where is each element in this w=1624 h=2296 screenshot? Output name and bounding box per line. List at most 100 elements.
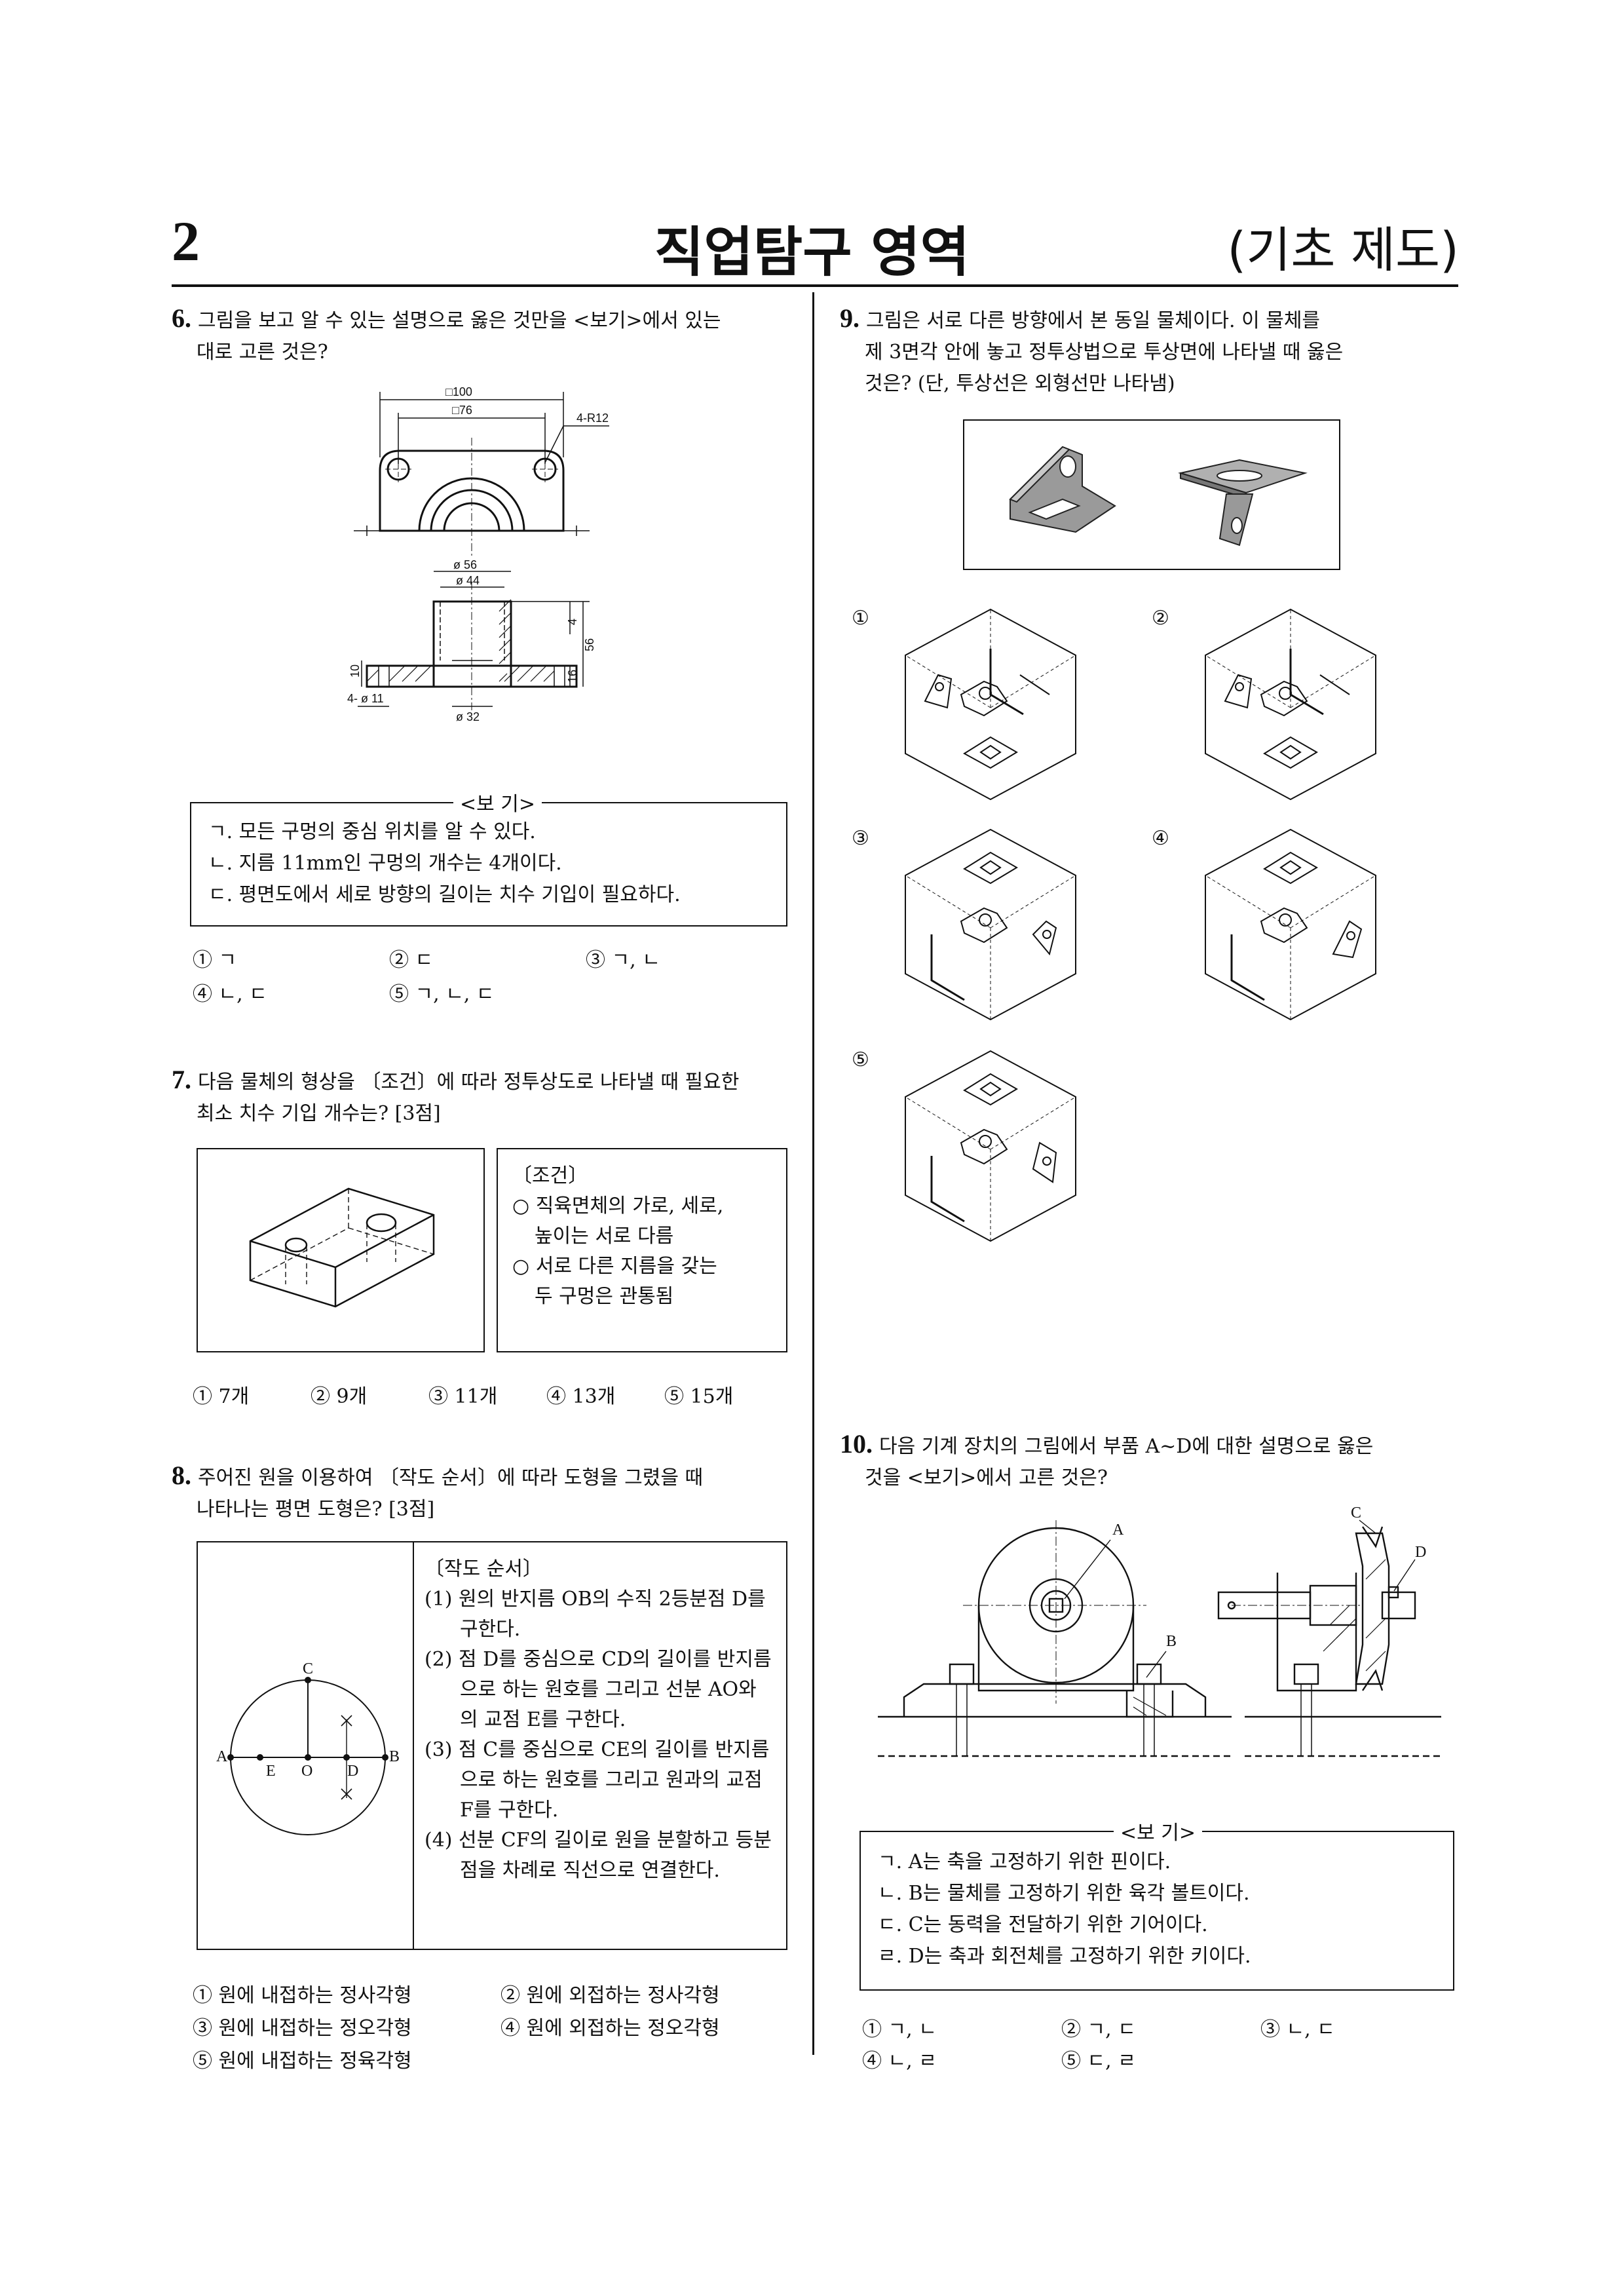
q9-option-4-drawing[interactable] (1192, 823, 1389, 1033)
q9-text-line2: 제 3면각 안에 놓고 정투상법으로 투상면에 나타낼 때 옳은 (865, 341, 1344, 364)
q10-bogi-item-2: ㄴ. B는 물체를 고정하기 위한 육각 볼트이다. (878, 1882, 1250, 1905)
q6-text-line2: 대로 고른 것은? (197, 341, 328, 364)
header-rule (172, 284, 1458, 287)
q9-option-3-label[interactable]: ③ (852, 827, 869, 850)
q6-bogi-item-2: ㄴ. 지름 11mm인 구멍의 개수는 4개이다. (208, 852, 562, 875)
q6-dim-r12: 4-R12 (576, 411, 609, 425)
q10-choice-1[interactable]: ① ㄱ, ㄴ (862, 2018, 937, 2041)
q6-dim-56b: 56 (583, 638, 596, 651)
q10-choice-3[interactable]: ③ ㄴ, ㄷ (1260, 2018, 1335, 2041)
q10-bogi-box: <보 기> ㄱ. A는 축을 고정하기 위한 핀이다. ㄴ. B는 물체를 고정… (859, 1816, 1454, 1991)
q10-bogi-item-4: ㄹ. D는 축과 회전체를 고정하기 위한 키이다. (878, 1945, 1251, 1968)
q6-stem: 6. 그림을 보고 알 수 있는 설명으로 옳은 것만을 <보기>에서 있는 대로… (172, 303, 787, 368)
q6-choice-3[interactable]: ③ ㄱ, ㄴ (586, 949, 660, 972)
q10-label-c: C (1351, 1504, 1361, 1521)
q9-text-line3: 것은? (단, 투상선은 외형선만 나타냄) (865, 372, 1175, 395)
q9-text-line1: 그림은 서로 다른 방향에서 본 동일 물체이다. 이 물체를 (866, 309, 1321, 332)
page-title: 직업탐구 영역 (654, 221, 970, 284)
q6-drawing: □100 □76 4-R12 ø 56 ø 44 10 4 56 16 4- ø… (347, 385, 609, 723)
q10-bogi-item-3: ㄷ. C는 동력을 전달하기 위한 기어이다. (878, 1913, 1208, 1936)
q8-label-d: D (347, 1763, 358, 1780)
q9-stem: 9. 그림은 서로 다른 방향에서 본 동일 물체이다. 이 물체를 제 3면각 … (840, 303, 1458, 400)
q10-choice-5[interactable]: ⑤ ㄷ, ㄹ (1061, 2050, 1136, 2073)
q7-choice-2[interactable]: ② 9개 (311, 1385, 368, 1408)
q8-circle-drawing: A B C D E O (216, 1660, 400, 1835)
q9-option-5-drawing[interactable] (892, 1044, 1089, 1254)
q6-text-line1: 그림을 보고 알 수 있는 설명으로 옳은 것만을 <보기>에서 있는 (198, 309, 721, 332)
q10-machine-drawing: A B C D (878, 1504, 1441, 1757)
q6-dim-56: ø 56 (453, 558, 477, 571)
q8-label-e: E (266, 1763, 276, 1780)
q9-object-views (1009, 446, 1308, 546)
q8-choice-4[interactable]: ④ 원에 외접하는 정오각형 (500, 2017, 720, 2040)
q6-choice-4[interactable]: ④ ㄴ, ㄷ (193, 983, 267, 1006)
q7-number: 7. (172, 1065, 191, 1094)
column-divider (812, 292, 814, 2055)
q6-choice-1[interactable]: ① ㄱ (193, 949, 237, 972)
q10-text-line1: 다음 기계 장치의 그림에서 부품 A~D에 대한 설명으로 옳은 (879, 1435, 1374, 1458)
subject-title: (기초 제도) (1227, 222, 1459, 278)
q10-choice-4[interactable]: ④ ㄴ, ㄹ (862, 2050, 937, 2073)
q10-label-a: A (1112, 1521, 1124, 1539)
q10-text-line2: 것을 <보기>에서 고른 것은? (865, 1466, 1108, 1489)
q6-bogi-title: <보 기> (453, 788, 542, 816)
q10-label-d: D (1415, 1544, 1426, 1561)
q6-number: 6. (172, 303, 191, 333)
q6-dim-32: ø 32 (456, 710, 480, 723)
q10-bogi-title: <보 기> (1114, 1816, 1203, 1845)
q6-choice-2[interactable]: ② ㄷ (389, 949, 434, 972)
q8-choice-1[interactable]: ① 원에 내접하는 정사각형 (193, 1984, 412, 2007)
q7-choice-3[interactable]: ③ 11개 (428, 1385, 498, 1408)
q8-number: 8. (172, 1461, 191, 1490)
q7-choice-4[interactable]: ④ 13개 (546, 1385, 616, 1408)
q8-box-divider (413, 1542, 414, 1949)
q10-number: 10. (840, 1429, 873, 1459)
q7-choice-5[interactable]: ⑤ 15개 (664, 1385, 734, 1408)
q6-dim-16: 16 (566, 670, 579, 683)
q8-text-line2: 나타나는 평면 도형은? [3점] (197, 1498, 435, 1521)
q10-label-b: B (1166, 1633, 1177, 1650)
q6-dim-10: 10 (349, 664, 362, 678)
q9-option-2-label[interactable]: ② (1152, 607, 1169, 630)
q7-cond-3: ○ 서로 다른 지름을 갖는 (512, 1255, 717, 1278)
q7-figure-box (197, 1148, 485, 1352)
q9-option-3-drawing[interactable] (892, 823, 1089, 1033)
q7-cond-title: 〔조건〕 (512, 1164, 588, 1187)
q10-choice-2[interactable]: ② ㄱ, ㄷ (1061, 2018, 1136, 2041)
q8-seq-title: 〔작도 순서〕 (425, 1558, 542, 1580)
q7-condition-box: 〔조건〕 ○ 직육면체의 가로, 세로, 높이는 서로 다름 ○ 서로 다른 지… (497, 1148, 787, 1352)
q7-cond-2: 높이는 서로 다름 (535, 1225, 674, 1248)
q7-choice-1[interactable]: ① 7개 (193, 1385, 250, 1408)
q8-label-a: A (216, 1748, 228, 1765)
q6-dim-44: ø 44 (456, 574, 480, 587)
q6-dim-76: □76 (452, 404, 472, 417)
q9-option-5-label[interactable]: ⑤ (852, 1048, 869, 1071)
q10-stem: 10. 다음 기계 장치의 그림에서 부품 A~D에 대한 설명으로 옳은 것을 … (840, 1428, 1458, 1494)
q8-seq-4: (4) 선분 CF의 길이로 원을 분할하고 등분점을 차례로 직선으로 연결한… (425, 1829, 772, 1882)
q7-block-drawing (249, 1187, 435, 1308)
q9-option-2-drawing[interactable] (1192, 603, 1389, 813)
q9-option-4-label[interactable]: ④ (1152, 827, 1169, 850)
q10-bogi-item-1: ㄱ. A는 축을 고정하기 위한 핀이다. (878, 1850, 1171, 1873)
q9-option-1-label[interactable]: ① (852, 607, 869, 630)
q6-dim-holes: 4- ø 11 (347, 692, 384, 705)
q7-cond-4: 두 구멍은 관통됨 (535, 1285, 674, 1308)
q8-choice-2[interactable]: ② 원에 외접하는 정사각형 (500, 1984, 720, 2007)
q6-bogi-box: <보 기> ㄱ. 모든 구멍의 중심 위치를 알 수 있다. ㄴ. 지름 11m… (190, 788, 787, 927)
q7-text-line1: 다음 물체의 형상을 〔조건〕에 따라 정투상도로 나타낼 때 필요한 (198, 1071, 740, 1094)
q9-number: 9. (840, 303, 859, 333)
q6-bogi-item-3: ㄷ. 평면도에서 세로 방향의 길이는 치수 기입이 필요하다. (208, 883, 681, 906)
q8-choice-3[interactable]: ③ 원에 내접하는 정오각형 (193, 2017, 412, 2040)
q7-stem: 7. 다음 물체의 형상을 〔조건〕에 따라 정투상도로 나타낼 때 필요한 최소… (172, 1064, 787, 1130)
q8-text-line1: 주어진 원을 이용하여 〔작도 순서〕에 따라 도형을 그렸을 때 (198, 1466, 704, 1489)
q9-object-figure (963, 419, 1340, 570)
q6-bogi-item-1: ㄱ. 모든 구멍의 중심 위치를 알 수 있다. (208, 820, 536, 843)
q8-stem: 8. 주어진 원을 이용하여 〔작도 순서〕에 따라 도형을 그렸을 때 나타나는… (172, 1460, 787, 1525)
q8-choice-5[interactable]: ⑤ 원에 내접하는 정육각형 (193, 2050, 412, 2073)
q8-label-c: C (303, 1660, 313, 1677)
q8-seq-2: (2) 점 D를 중심으로 CD의 길이를 반지름으로 하는 원호를 그리고 선… (425, 1648, 772, 1731)
q6-dim-4: 4 (566, 619, 579, 625)
q9-option-1-drawing[interactable] (892, 603, 1089, 813)
q6-choice-5[interactable]: ⑤ ㄱ, ㄴ, ㄷ (389, 983, 495, 1006)
q7-text-line2: 최소 치수 기입 개수는? [3점] (197, 1102, 441, 1125)
